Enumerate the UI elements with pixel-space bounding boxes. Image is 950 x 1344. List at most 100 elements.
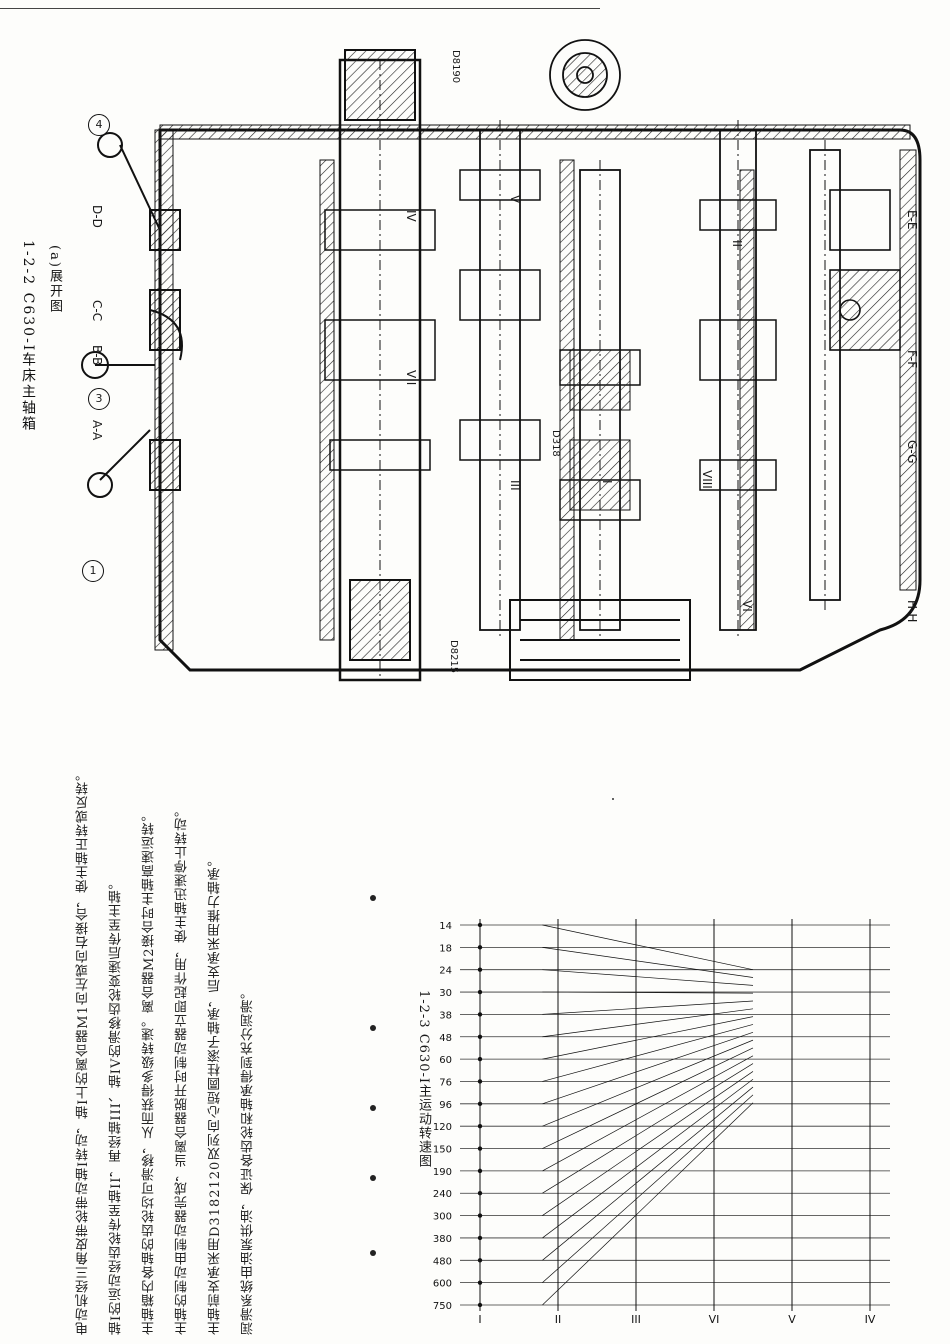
shaft-axis-label: II bbox=[555, 1313, 562, 1325]
transmission-line bbox=[542, 1047, 754, 1149]
body-text: 电动机经三角皮带轮带动轴I转动，轴I上的离合器M1向左或向右接合，使主轴正转或反… bbox=[70, 760, 340, 1335]
shaft-label-vi: VI bbox=[740, 600, 754, 612]
paragraph: 轴I的运动经齿轮传至轴II，再经轴III、轴IV的滑移齿轮变速后传至主轴。 bbox=[109, 875, 124, 1335]
speed-tick-label: 30 bbox=[439, 988, 452, 999]
scan-speck bbox=[612, 798, 614, 800]
shaft-label-v: V bbox=[508, 195, 522, 204]
speed-point bbox=[477, 1079, 483, 1084]
partition-1 bbox=[319, 159, 335, 641]
transmission-line bbox=[542, 1000, 754, 1015]
chart-caption: 1-2-3 C630-I主运动转速图 bbox=[416, 990, 431, 1169]
transmission-line bbox=[542, 1055, 754, 1172]
speed-tick-label: 14 bbox=[439, 921, 452, 932]
bullet bbox=[370, 1250, 376, 1256]
bullet bbox=[370, 1105, 376, 1111]
speed-tick-label: 480 bbox=[433, 1256, 452, 1267]
transmission-line bbox=[542, 1078, 754, 1239]
transmission-line bbox=[542, 1008, 754, 1038]
speed-tick-label: 48 bbox=[439, 1033, 452, 1044]
section-mark-d: D-D bbox=[90, 205, 104, 228]
part-code-1: D8190 bbox=[450, 50, 461, 84]
shaft-label-i: I bbox=[600, 480, 614, 484]
transmission-line bbox=[542, 947, 754, 978]
shaft-label-vii: VII bbox=[404, 370, 418, 386]
speed-point bbox=[477, 1168, 483, 1174]
part-code-3: D8215 bbox=[448, 640, 459, 674]
transmission-line bbox=[542, 991, 754, 994]
section-view bbox=[549, 39, 621, 111]
section-mark-g: G-G bbox=[905, 440, 919, 464]
speed-tick-label: 76 bbox=[439, 1077, 452, 1088]
pulley bbox=[509, 599, 691, 681]
speed-tick-label: 750 bbox=[433, 1301, 452, 1312]
paragraph: 主轴的制动由制动器完成，当离合器脱开时制动器立即起作用，使主轴迅速停止转动。 bbox=[175, 803, 190, 1335]
clutch bbox=[569, 349, 631, 511]
shaft-axis-label: V bbox=[788, 1313, 796, 1325]
housing-wall-left bbox=[154, 129, 174, 651]
callout-1: 1 bbox=[82, 560, 104, 582]
speed-tick-label: 300 bbox=[433, 1212, 452, 1223]
housing-wall-right bbox=[899, 149, 917, 591]
shaft-label-viii: VIII bbox=[700, 470, 714, 489]
speed-point bbox=[477, 1101, 483, 1107]
speed-tick-label: 38 bbox=[439, 1010, 452, 1021]
speed-point bbox=[477, 1258, 483, 1263]
bullet bbox=[370, 895, 376, 901]
partition-3 bbox=[739, 169, 755, 631]
shaft-axis-label: I bbox=[478, 1313, 481, 1325]
speed-point bbox=[477, 945, 483, 950]
housing-outline bbox=[158, 128, 922, 672]
shaft-label-iv: IV bbox=[404, 210, 418, 222]
speed-point bbox=[477, 1213, 483, 1218]
paragraph: 主轴前支承采用D3182120双列向心短圆柱滚子轴承，后支承采用推力轴承。 bbox=[208, 852, 223, 1335]
speed-tick-label: 150 bbox=[433, 1145, 452, 1156]
speed-point bbox=[477, 1280, 483, 1285]
top-rule bbox=[0, 8, 600, 9]
transmission-line bbox=[542, 1071, 754, 1216]
paragraph: 润滑系统由油泵供油，保证各齿轮和轴承得到充分润滑。 bbox=[241, 985, 256, 1335]
speed-point bbox=[477, 1191, 483, 1196]
figure-main-title: 1-2-2 C630-I车床主轴箱 bbox=[20, 240, 36, 433]
speed-tick-label: 24 bbox=[439, 966, 452, 977]
speed-chart: 1418243038486076961201501902403003804806… bbox=[433, 919, 890, 1325]
shaft-label-iii: III bbox=[508, 480, 522, 491]
speed-point bbox=[477, 967, 483, 972]
speed-tick-label: 240 bbox=[433, 1189, 452, 1200]
speed-point bbox=[477, 1146, 483, 1151]
shaft-axis-label: III bbox=[631, 1313, 641, 1325]
speed-tick-label: 18 bbox=[439, 943, 452, 954]
section-mark-b: B-B bbox=[90, 345, 104, 366]
figure-main-subtitle: (a)展开图 bbox=[47, 245, 62, 314]
section-mark-a: A-A bbox=[90, 420, 104, 441]
shaft-axis-label: IV bbox=[865, 1313, 876, 1325]
section-mark-h: H-H bbox=[905, 600, 919, 623]
paragraph: 电动机经三角皮带轮带动轴I转动，轴I上的离合器M1向左或向右接合，使主轴正转或反… bbox=[76, 767, 91, 1335]
gearbox-drawing bbox=[81, 39, 922, 682]
section-mark-c: C-C bbox=[90, 300, 104, 322]
section-mark-f: F-F bbox=[905, 350, 919, 369]
speed-point bbox=[477, 1012, 483, 1017]
transmission-line bbox=[542, 1063, 754, 1194]
speed-point bbox=[477, 1235, 483, 1241]
speed-tick-label: 380 bbox=[433, 1234, 452, 1245]
speed-tick-label: 60 bbox=[439, 1055, 452, 1066]
bullet bbox=[370, 1175, 376, 1181]
transmission-line bbox=[542, 1039, 754, 1127]
transmission-line bbox=[542, 1086, 754, 1261]
transmission-line bbox=[542, 924, 754, 971]
speed-point bbox=[477, 922, 483, 928]
speed-tick-label: 600 bbox=[433, 1279, 452, 1290]
part-code-2: D318 bbox=[550, 430, 561, 457]
transmission-line bbox=[542, 1031, 754, 1105]
speed-tick-label: 96 bbox=[439, 1100, 452, 1111]
callout-4: 4 bbox=[88, 114, 110, 136]
callout-3: 3 bbox=[88, 388, 110, 410]
speed-tick-label: 120 bbox=[433, 1122, 452, 1133]
transmission-line bbox=[542, 1024, 754, 1082]
speed-point bbox=[477, 1056, 483, 1062]
bullet bbox=[370, 1025, 376, 1031]
housing-wall-top bbox=[159, 124, 911, 140]
shaft-label-ii: II bbox=[730, 240, 744, 248]
paragraph: 主轴箱内各轴的齿轮均可滑移，从而获得多级转速。离合器M2接合时主轴高速运转。 bbox=[142, 807, 157, 1335]
shaft-group bbox=[479, 120, 841, 640]
